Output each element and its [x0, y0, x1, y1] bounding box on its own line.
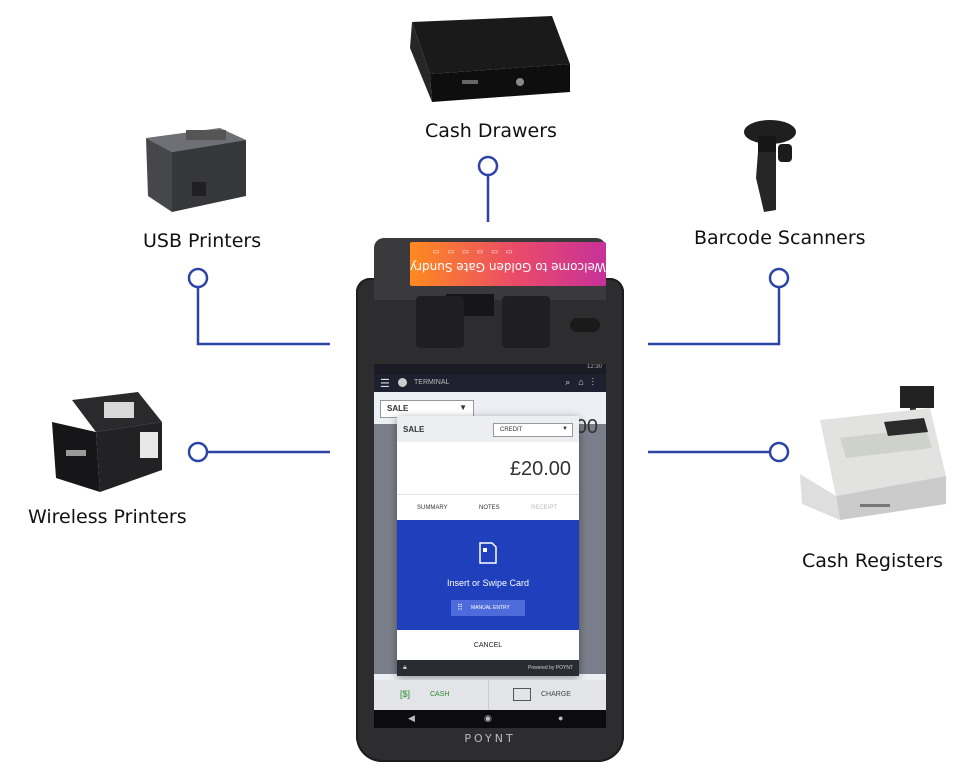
barcode-scanners-label: Barcode Scanners — [694, 227, 866, 249]
chevron-down-icon: ▼ — [459, 403, 467, 412]
nav-bar: ◀ ◉ ● — [374, 710, 606, 728]
app-bar: ☰ TERMINAL ⌕⌂⋮ — [374, 374, 606, 392]
cash-registers-label: Cash Registers — [802, 550, 944, 572]
wireless-printer-icon — [52, 392, 162, 492]
barcode-scanner-icon — [744, 120, 796, 212]
dialog-footer: 🔒︎ Powered by POYNT — [397, 660, 579, 676]
dialog-tabs: SUMMARY NOTES RECEIPT — [397, 494, 579, 521]
usb-printers-label: USB Printers — [143, 230, 262, 252]
cash-drawers-label: Cash Drawers — [425, 120, 557, 142]
paper-clip-right — [502, 296, 550, 348]
merchant-screen: 12:30 ☰ TERMINAL ⌕⌂⋮ SALE ▼ 00 SALE CREDI… — [374, 364, 606, 728]
card-logos: ▭ ▭ ▭ ▭ ▭ ▭ — [430, 248, 513, 255]
cancel-button[interactable]: CANCEL — [473, 642, 503, 649]
usb-printer-icon — [146, 128, 246, 212]
status-bar: 12:30 — [374, 364, 606, 374]
more-icon[interactable]: ⋮ — [591, 377, 602, 387]
action-bar: [$] CASH CHARGE — [374, 680, 606, 710]
customer-display-text: Welcome to Golden Gate Sundry — [410, 260, 606, 274]
cash-register-icon — [800, 386, 946, 520]
card-prompt-text: Insert or Swipe Card — [446, 578, 530, 588]
wireless-printers-label: Wireless Printers — [28, 506, 187, 528]
camera-icon — [570, 318, 600, 332]
amount-display: £20.00 — [509, 458, 571, 480]
menu-icon[interactable]: ☰ — [380, 378, 390, 390]
charge-button[interactable]: CHARGE — [489, 680, 606, 710]
status-time: 12:30 — [586, 364, 602, 370]
cash-button[interactable]: [$] CASH — [374, 680, 489, 710]
card-icon — [479, 542, 497, 564]
poynt-logo-icon — [398, 378, 407, 387]
background-amount: 00 — [575, 416, 598, 438]
manual-entry-button[interactable]: ⠿ MANUAL ENTRY — [451, 600, 525, 616]
payment-type-select[interactable]: CREDIT▼ — [493, 423, 573, 437]
back-icon[interactable]: ◀ — [408, 713, 415, 723]
tab-receipt[interactable]: RECEIPT — [531, 505, 558, 511]
device-top: ▭ ▭ ▭ ▭ ▭ ▭ Welcome to Golden Gate Sundr… — [374, 238, 606, 300]
dialog-title: SALE — [403, 425, 425, 434]
device-brand: POYNT — [464, 732, 516, 745]
cash-drawer-icon — [410, 16, 570, 102]
search-icon[interactable]: ⌕ — [565, 377, 579, 387]
keypad-icon: ⠿ — [457, 603, 463, 612]
home-icon[interactable]: ⌂ — [578, 377, 592, 387]
dialog-header: SALE CREDIT▼ — [397, 416, 579, 442]
lock-icon: 🔒︎ — [403, 664, 407, 671]
poynt-terminal: ▭ ▭ ▭ ▭ ▭ ▭ Welcome to Golden Gate Sundr… — [356, 238, 624, 762]
app-title: TERMINAL — [414, 379, 450, 386]
cash-icon: [$] — [400, 689, 411, 699]
card-prompt-panel: Insert or Swipe Card ⠿ MANUAL ENTRY — [397, 520, 579, 630]
customer-display: ▭ ▭ ▭ ▭ ▭ ▭ Welcome to Golden Gate Sundr… — [410, 242, 606, 286]
chevron-down-icon: ▼ — [562, 426, 568, 432]
home-nav-icon[interactable]: ◉ — [484, 713, 492, 723]
charge-icon — [513, 688, 531, 701]
user-icon[interactable]: ● — [558, 713, 564, 723]
tab-summary[interactable]: SUMMARY — [417, 505, 448, 511]
tab-notes[interactable]: NOTES — [479, 505, 500, 511]
payment-dialog: SALE CREDIT▼ £20.00 SUMMARY NOTES RECEIP… — [397, 416, 579, 676]
powered-by: Powered by POYNT — [527, 665, 573, 671]
paper-clip-left — [416, 296, 464, 348]
